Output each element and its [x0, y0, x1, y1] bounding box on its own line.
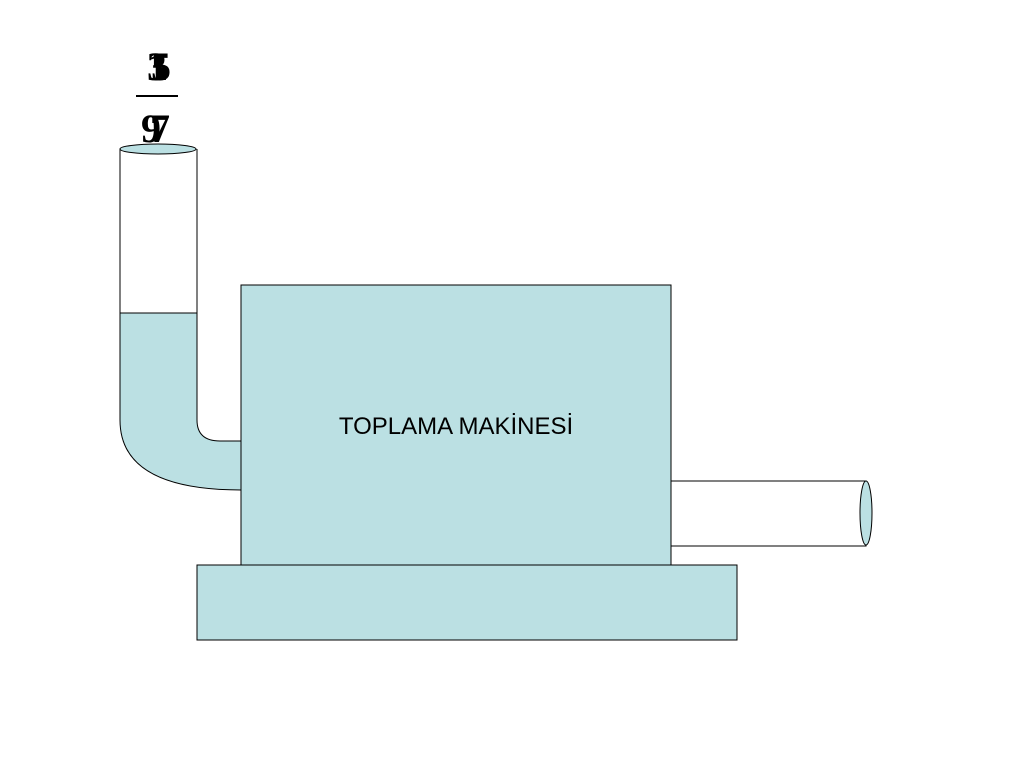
numerator-1: 3 [147, 44, 167, 89]
numerator-3: 5 [151, 44, 171, 89]
numerator-stack: 3 1 5 [147, 44, 171, 89]
machine-base [196, 564, 738, 641]
input-pipe-outline [119, 149, 242, 491]
input-pipe-fill [120, 313, 241, 490]
machine-label: TOPLAMA MAKİNESİ [339, 413, 573, 440]
output-pipe-body [670, 480, 867, 547]
numerator-2: 1 [148, 44, 168, 89]
denominator-stack: 9 7 [141, 106, 170, 151]
input-pipe [119, 143, 242, 491]
denominator-1: 9 [141, 106, 161, 151]
output-pipe-opening [859, 480, 873, 546]
fraction-stack: 3 1 5 9 7 [136, 44, 178, 151]
output-pipe [670, 480, 873, 547]
input-pipe-opening [119, 143, 197, 155]
denominator-2: 7 [150, 106, 170, 151]
machine-body [240, 284, 672, 566]
